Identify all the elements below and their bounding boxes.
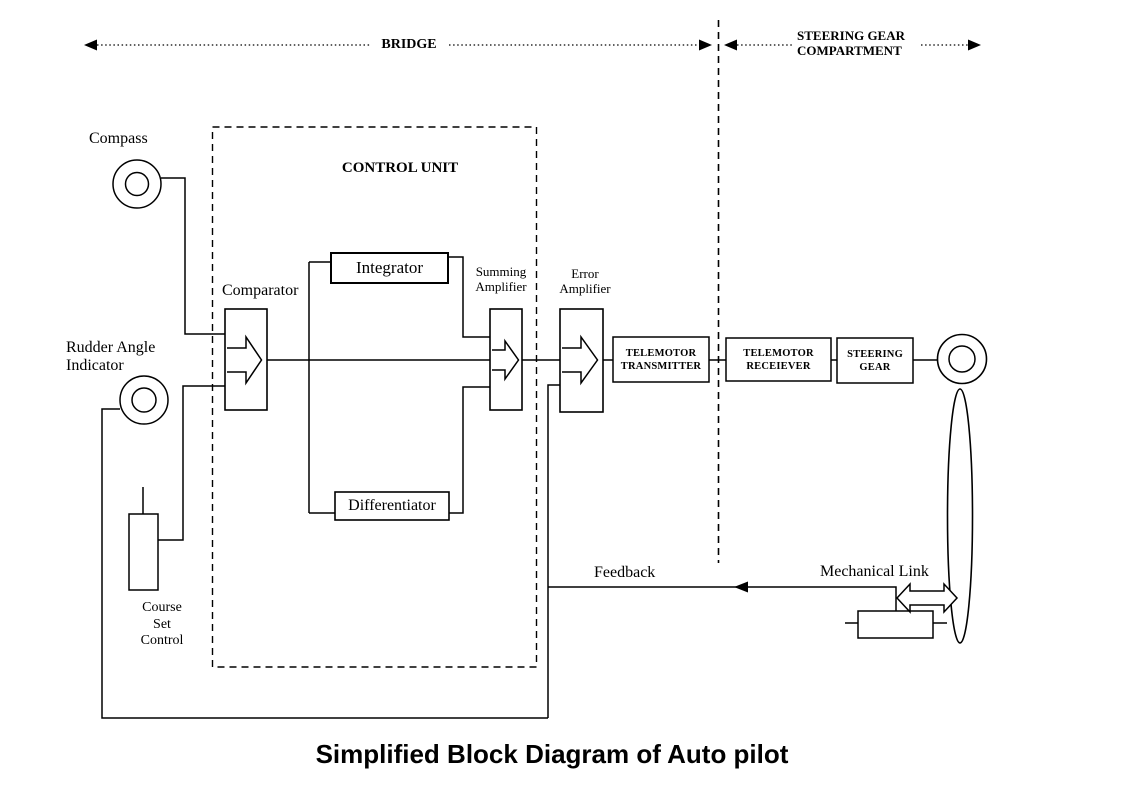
steering-gear-line2: GEAR [859, 361, 891, 373]
course-set-control-label: Course Set Control [122, 600, 202, 650]
comparator-label: Comparator [222, 282, 299, 299]
steering-compartment-span-arrow [724, 39, 981, 51]
telemotor-receiver-label: TELEMOTOR RECEIEVER [726, 338, 831, 381]
rudder-stock-icon [936, 333, 988, 385]
integrator-box [330, 252, 449, 284]
compass-icon [112, 159, 162, 209]
error-amplifier-line1: Error [571, 266, 599, 281]
telemotor-receiver-line1: TELEMOTOR [743, 347, 814, 359]
steering-compartment-region-label: STEERING GEAR COMPARTMENT [797, 28, 905, 58]
summing-amplifier-box [489, 308, 523, 411]
steering-compartment-line2: COMPARTMENT [797, 43, 902, 58]
summing-amplifier-flow-arrow-icon [492, 338, 520, 382]
error-amplifier-line2: Amplifier [559, 281, 611, 296]
compass-label: Compass [89, 130, 148, 147]
mechanical-link-arrow-icon [895, 582, 959, 614]
error-amplifier-flow-arrow-icon [562, 334, 599, 386]
control-unit-box [211, 126, 538, 668]
summing-amplifier-line2: Amplifier [475, 279, 527, 294]
feedback-label: Feedback [594, 564, 656, 581]
telemotor-transmitter-box [612, 336, 710, 383]
course-set-control-line1: Course [142, 600, 182, 615]
rudder-angle-indicator-line1: Rudder Angle [66, 339, 156, 356]
feedback-arrowhead-icon [734, 581, 748, 593]
telemotor-receiver-box [725, 337, 832, 382]
steering-compartment-line1: STEERING GEAR [797, 28, 905, 43]
error-amplifier-label: Error Amplifier [545, 266, 625, 296]
steering-gear-line1: STEERING [847, 348, 903, 360]
bridge-region-label: BRIDGE [381, 37, 437, 52]
course-set-control-line3: Control [140, 633, 184, 648]
bridge-span-arrow [84, 39, 712, 51]
error-amplifier-box [559, 308, 604, 413]
steering-gear-label: STEERING GEAR [837, 338, 913, 383]
diagram-title: Simplified Block Diagram of Auto pilot [315, 739, 789, 769]
telemotor-receiver-line2: RECEIEVER [746, 360, 811, 372]
rudder-angle-indicator-icon [119, 375, 169, 425]
signal-lines [101, 177, 947, 719]
mechanical-link-label: Mechanical Link [820, 563, 929, 580]
summing-amplifier-line1: Summing [475, 264, 527, 279]
differentiator-box [334, 491, 450, 521]
rudder-angle-indicator-line2: Indicator [66, 357, 124, 374]
feedback-line [548, 586, 897, 611]
telemotor-transmitter-line2: TRANSMITTER [620, 360, 702, 372]
control-unit-label: CONTROL UNIT [341, 160, 459, 176]
summing-amplifier-label: Summing Amplifier [461, 264, 541, 294]
rudder-blade-icon [946, 388, 974, 644]
comparator-box [224, 308, 268, 411]
rudder-angle-indicator-label: Rudder Angle Indicator [66, 339, 155, 375]
differentiator-label: Differentiator [348, 497, 436, 514]
comparator-flow-arrow-icon [227, 334, 263, 386]
course-set-control-line2: Set [153, 616, 171, 632]
telemotor-transmitter-line1: TELEMOTOR [625, 347, 697, 359]
course-set-control-box [128, 513, 159, 591]
steering-gear-box [836, 337, 914, 384]
mechanical-link-box [857, 610, 934, 639]
integrator-label: Integrator [355, 258, 424, 277]
telemotor-transmitter-label: TELEMOTOR TRANSMITTER [613, 337, 709, 382]
